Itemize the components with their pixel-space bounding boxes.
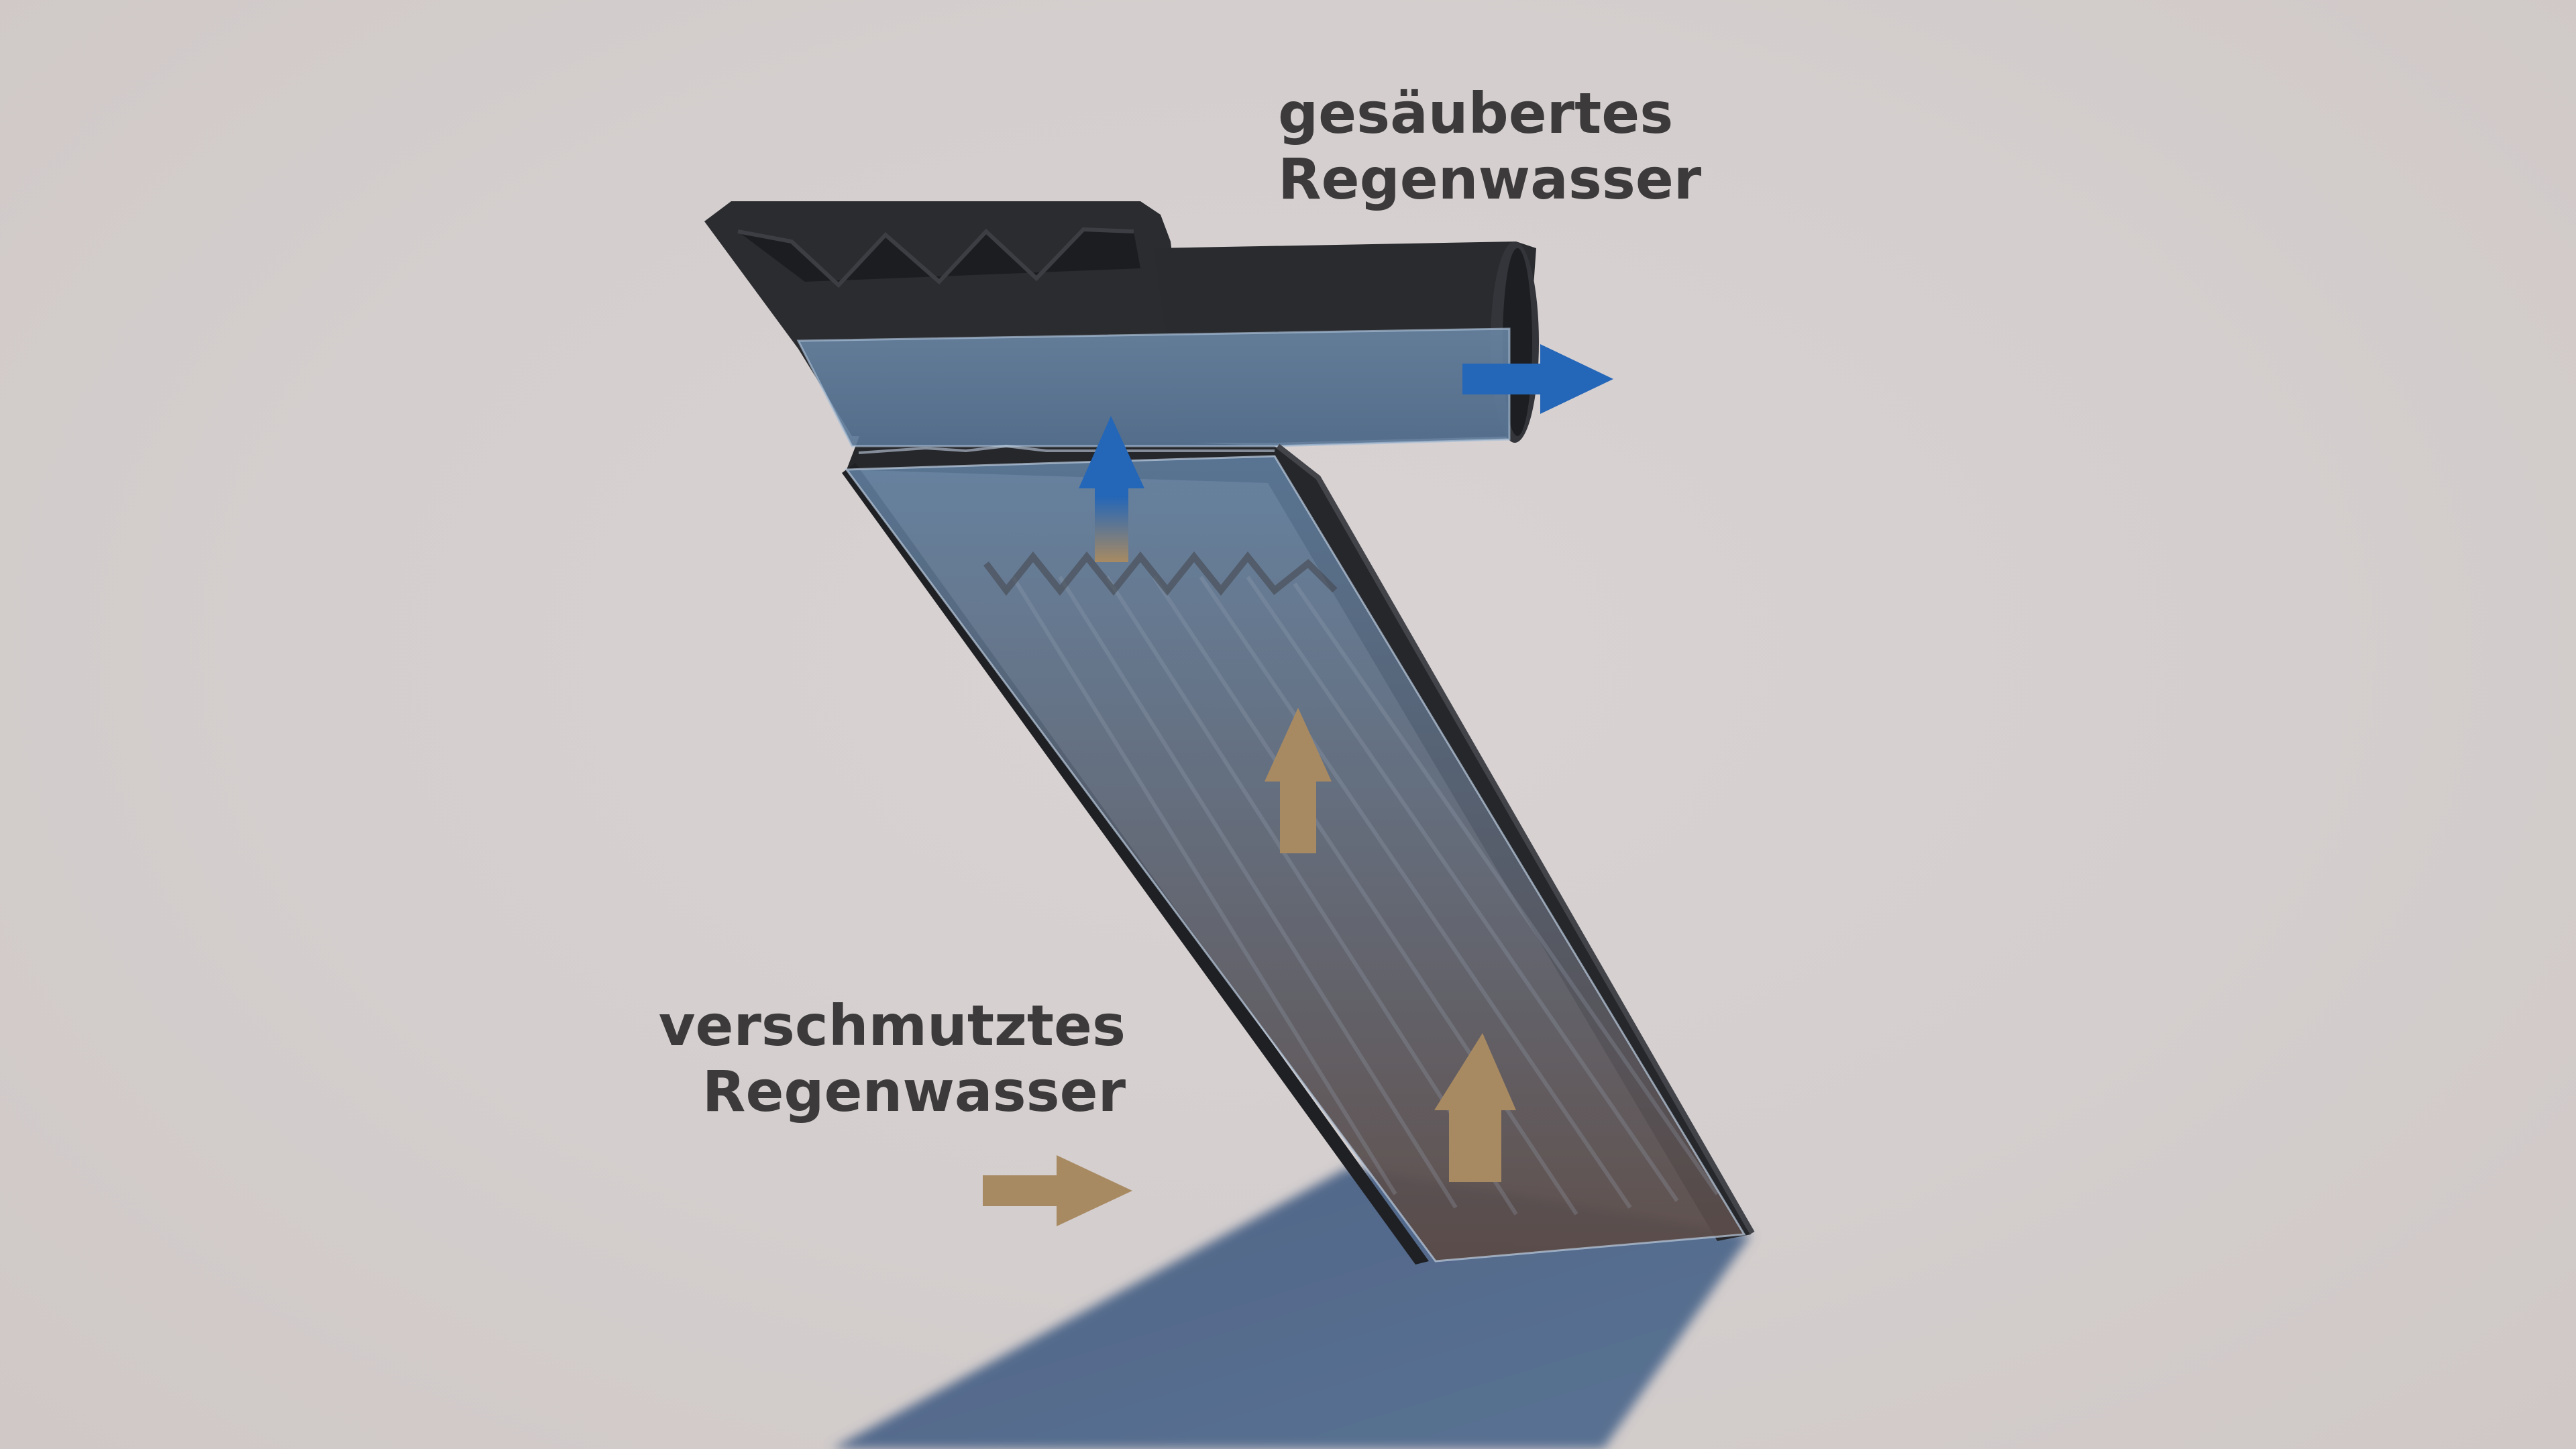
dirty-water-label-line1: verschmutztes bbox=[658, 993, 1126, 1059]
arrow-icon bbox=[983, 1155, 1132, 1226]
arrow-icon bbox=[1434, 1033, 1516, 1182]
main-water-channel bbox=[845, 455, 1746, 1263]
dirty-water-label: verschmutztes Regenwasser bbox=[659, 993, 1126, 1124]
arrow-icon bbox=[1462, 344, 1613, 414]
channel-edge-highlight bbox=[1276, 443, 1755, 1234]
upper-water-chamber bbox=[796, 327, 1511, 447]
clean-water-label: gesäubertes Regenwasser bbox=[1278, 80, 1701, 212]
clean-water-label-line2: Regenwasser bbox=[1278, 146, 1702, 212]
clean-water-label-line1: gesäubertes bbox=[1278, 80, 1674, 146]
filter-comb bbox=[983, 551, 1338, 596]
dirty-water-label-line2: Regenwasser bbox=[702, 1059, 1126, 1124]
channel-base-edge bbox=[842, 463, 1429, 1265]
top-trough-ridge bbox=[737, 227, 1134, 288]
top-trough-zigzag bbox=[738, 229, 1140, 285]
water-surface bbox=[858, 444, 1275, 454]
arrow-icon bbox=[1079, 416, 1144, 562]
arrow-icon bbox=[1265, 708, 1332, 853]
